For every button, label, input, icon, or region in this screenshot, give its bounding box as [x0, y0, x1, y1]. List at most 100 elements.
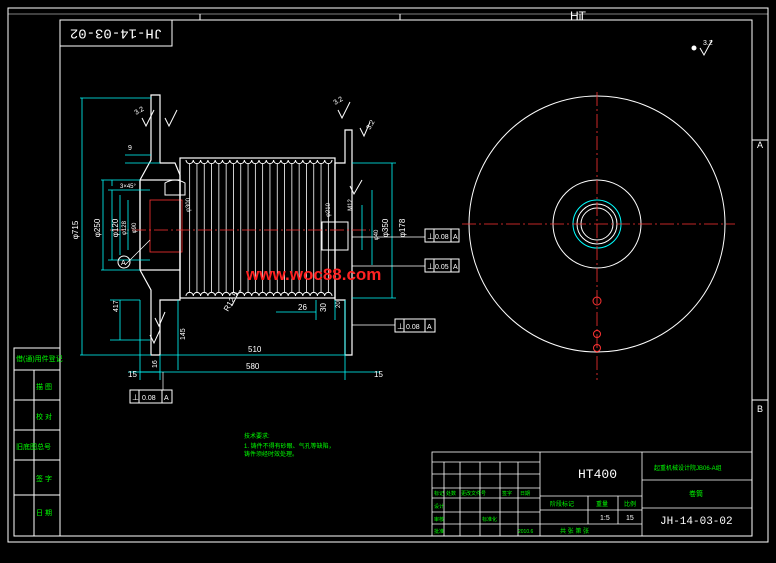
svg-text:1. 铸件不得有砂眼、气孔等缺陷，: 1. 铸件不得有砂眼、气孔等缺陷， [244, 442, 335, 450]
dim-d40: φ40 [374, 229, 380, 240]
svg-text:签字: 签字 [502, 490, 512, 497]
svg-text:0.08: 0.08 [142, 395, 156, 402]
svg-text:旧底图总号: 旧底图总号 [16, 442, 51, 451]
svg-text:0.05: 0.05 [435, 264, 449, 271]
dim-len30: 30 [319, 303, 328, 312]
svg-text:3.2: 3.2 [134, 106, 146, 117]
dim-d300: φ300 [186, 197, 192, 212]
left-flange [139, 94, 181, 356]
svg-text:A: A [164, 395, 169, 402]
left-strip-labels: 借(通)用件登记 描 图 校 对 旧底图总号 签 字 日 期 [16, 354, 63, 517]
svg-text:阶段标记: 阶段标记 [550, 500, 574, 508]
roughness-symbol-top-right: 3.2 [691, 39, 713, 57]
rope-grooves [185, 159, 333, 297]
svg-text:⊥: ⊥ [132, 393, 139, 402]
dim-len580: 580 [246, 362, 260, 371]
datum-marker-a: A [117, 255, 131, 269]
svg-text:A: A [453, 264, 458, 271]
svg-text:设计: 设计 [434, 503, 444, 510]
roughness-marks-section [141, 101, 371, 345]
title-block [431, 451, 753, 537]
bolt-hole-3 [593, 344, 601, 352]
svg-text:A: A [427, 324, 432, 331]
drum-barrel [179, 157, 336, 299]
tolerance-frame-1: ⊥ 0.08 A [424, 228, 460, 243]
title-material: HT400 [578, 467, 617, 482]
watermark: www.woc88.com [245, 265, 381, 284]
bearing-bore [149, 199, 183, 253]
dim-len417: 417 [113, 300, 120, 312]
svg-text:⊥: ⊥ [427, 232, 434, 241]
title-part-name: 卷筒 [689, 489, 703, 498]
dim-len16: 16 [152, 360, 159, 368]
dim-d128: φ128 [122, 220, 128, 235]
dim-len145: 145 [180, 328, 187, 340]
svg-text:更改文件号: 更改文件号 [461, 490, 486, 497]
svg-text:校 对: 校 对 [36, 412, 52, 421]
zone-letter-b: B [757, 404, 763, 414]
dim-r125: R12.5 [222, 290, 241, 313]
dim-d250: φ250 [93, 218, 102, 237]
tolerance-frame-3: ⊥ 0.08 A [394, 318, 436, 333]
svg-text:0.08: 0.08 [406, 324, 420, 331]
svg-text:比例: 比例 [624, 500, 636, 508]
zone-letter-a: A [757, 140, 763, 150]
corner-code: JH-14-03-02 [70, 24, 162, 40]
left-dimension-lines [80, 97, 396, 380]
svg-text:描 图: 描 图 [36, 382, 52, 391]
svg-text:0.08: 0.08 [435, 234, 449, 241]
svg-text:借(通)用件登记: 借(通)用件登记 [16, 354, 63, 363]
tolerance-frame-2: ⊥ 0.05 A [424, 258, 460, 273]
svg-text:批准: 批准 [434, 528, 444, 535]
title-block-text: HT400 起重机械设计院JB06-A组 卷筒 JH-14-03-02 阶段标记… [434, 464, 733, 535]
dim-len9: 9 [128, 145, 132, 152]
title-scale: 1:5 [600, 515, 610, 522]
technical-notes: 技术要求: 1. 铸件不得有砂眼、气孔等缺陷， 铸件须经时效处理。 [244, 432, 335, 458]
dim-len20: 20 [336, 301, 342, 308]
left-strip [13, 347, 61, 537]
left-hub [139, 179, 181, 271]
dim-d178: φ178 [398, 218, 407, 237]
corner-code-block: JH-14-03-02 [59, 19, 173, 47]
dim-d90: φ90 [132, 222, 138, 233]
svg-text:审核: 审核 [434, 516, 444, 523]
svg-text:A: A [453, 234, 458, 241]
bolt-hole-1 [592, 296, 602, 306]
svg-text:⊥: ⊥ [397, 322, 404, 331]
bolt-hole-2 [593, 330, 601, 338]
side-view [462, 92, 735, 380]
leader-lines [124, 236, 425, 390]
svg-text:标记: 标记 [434, 490, 444, 497]
right-flange [334, 129, 353, 356]
top-label: HT [570, 9, 587, 23]
dim-d210: φ210 [326, 202, 332, 217]
svg-text:签 字: 签 字 [36, 474, 52, 483]
dim-d350: φ350 [381, 218, 390, 237]
svg-text:共 张 第 张: 共 张 第 张 [560, 527, 589, 535]
dim-len510: 510 [248, 345, 262, 354]
svg-text:处数: 处数 [446, 490, 456, 497]
dim-len15b: 15 [374, 370, 383, 379]
section-view: 3.2 3.2 3.2 A φ715 φ250 φ120 φ128 φ90 φ3… [71, 94, 425, 390]
dim-d120: φ120 [111, 218, 120, 237]
svg-text:日期: 日期 [520, 491, 530, 497]
dim-len15a: 15 [128, 370, 137, 379]
svg-text:标准化: 标准化 [482, 516, 497, 523]
svg-text:铸件须经时效处理。: 铸件须经时效处理。 [244, 450, 298, 458]
title-drawing-no: JH-14-03-02 [660, 516, 733, 528]
dim-len26: 26 [298, 303, 307, 312]
svg-text:2010.6: 2010.6 [518, 529, 534, 535]
svg-text:重量: 重量 [596, 500, 608, 508]
title-company: 起重机械设计院JB06-A组 [654, 464, 722, 472]
svg-text:3.2: 3.2 [366, 119, 377, 131]
drawing-frame [7, 7, 769, 543]
svg-text:日 期: 日 期 [36, 509, 52, 517]
dim-chamfer: 3×45° [120, 184, 137, 190]
dim-d715: φ715 [71, 220, 80, 239]
svg-text:⊥: ⊥ [427, 262, 434, 271]
title-quantity: 15 [626, 515, 634, 522]
svg-text:3.2: 3.2 [333, 96, 345, 107]
svg-text:技术要求:: 技术要求: [244, 432, 270, 440]
tolerance-frames: ⊥ 0.08 A ⊥ 0.05 A ⊥ 0.08 A ⊥ 0.08 A [129, 228, 460, 404]
